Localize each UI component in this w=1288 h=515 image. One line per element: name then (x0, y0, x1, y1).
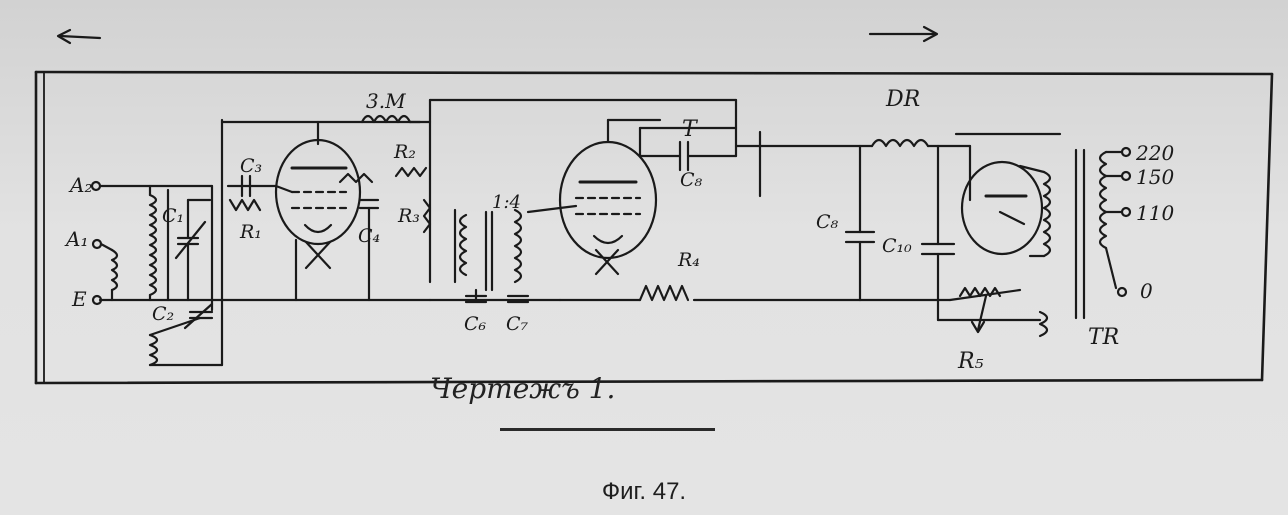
label-a2: A₂ (68, 173, 92, 197)
figure-caption: Фиг. 47. (601, 478, 687, 505)
label-r5: R₅ (957, 349, 984, 374)
label-110: 110 (1136, 201, 1174, 225)
label-r2: R₂ (393, 141, 416, 163)
label-c2: C₂ (152, 303, 174, 325)
label-220: 220 (1135, 141, 1174, 165)
label-tr: TR (1088, 325, 1119, 350)
divider-rule (500, 428, 715, 431)
label-c1: C₁ (162, 205, 184, 227)
label-c9: C₈ (816, 211, 839, 233)
label-0: 0 (1140, 279, 1153, 303)
label-r4: R₄ (677, 249, 700, 271)
coupling-section (338, 98, 738, 284)
schematic-frame (34, 70, 1274, 385)
label-t: T (682, 117, 699, 142)
input-section (90, 118, 224, 367)
amplifier-valve (526, 98, 862, 302)
right-arrow-icon (868, 25, 939, 43)
left-arrow-icon (56, 28, 102, 45)
label-c10: C₁₀ (882, 235, 912, 257)
label-c4: C₄ (358, 225, 380, 247)
label-c3: C₃ (240, 155, 262, 177)
label-150: 150 (1136, 165, 1174, 189)
label-e: E (71, 287, 87, 311)
label-r1: R₁ (239, 221, 262, 243)
label-3m: 3.M (366, 89, 406, 113)
power-transformer (1018, 146, 1132, 320)
intervalve-transformer (428, 208, 562, 304)
label-c6: C₆ (464, 313, 487, 335)
label-ratio: 1:4 (492, 192, 521, 213)
label-a1: A₁ (64, 227, 88, 251)
label-c8: C₈ (680, 169, 703, 191)
label-c7: C₇ (506, 313, 529, 335)
drawing-title: Чертежъ 1. (430, 372, 616, 405)
label-r3: R₃ (397, 205, 420, 227)
label-dr: DR (885, 87, 920, 112)
rectifier-section (734, 132, 1062, 338)
